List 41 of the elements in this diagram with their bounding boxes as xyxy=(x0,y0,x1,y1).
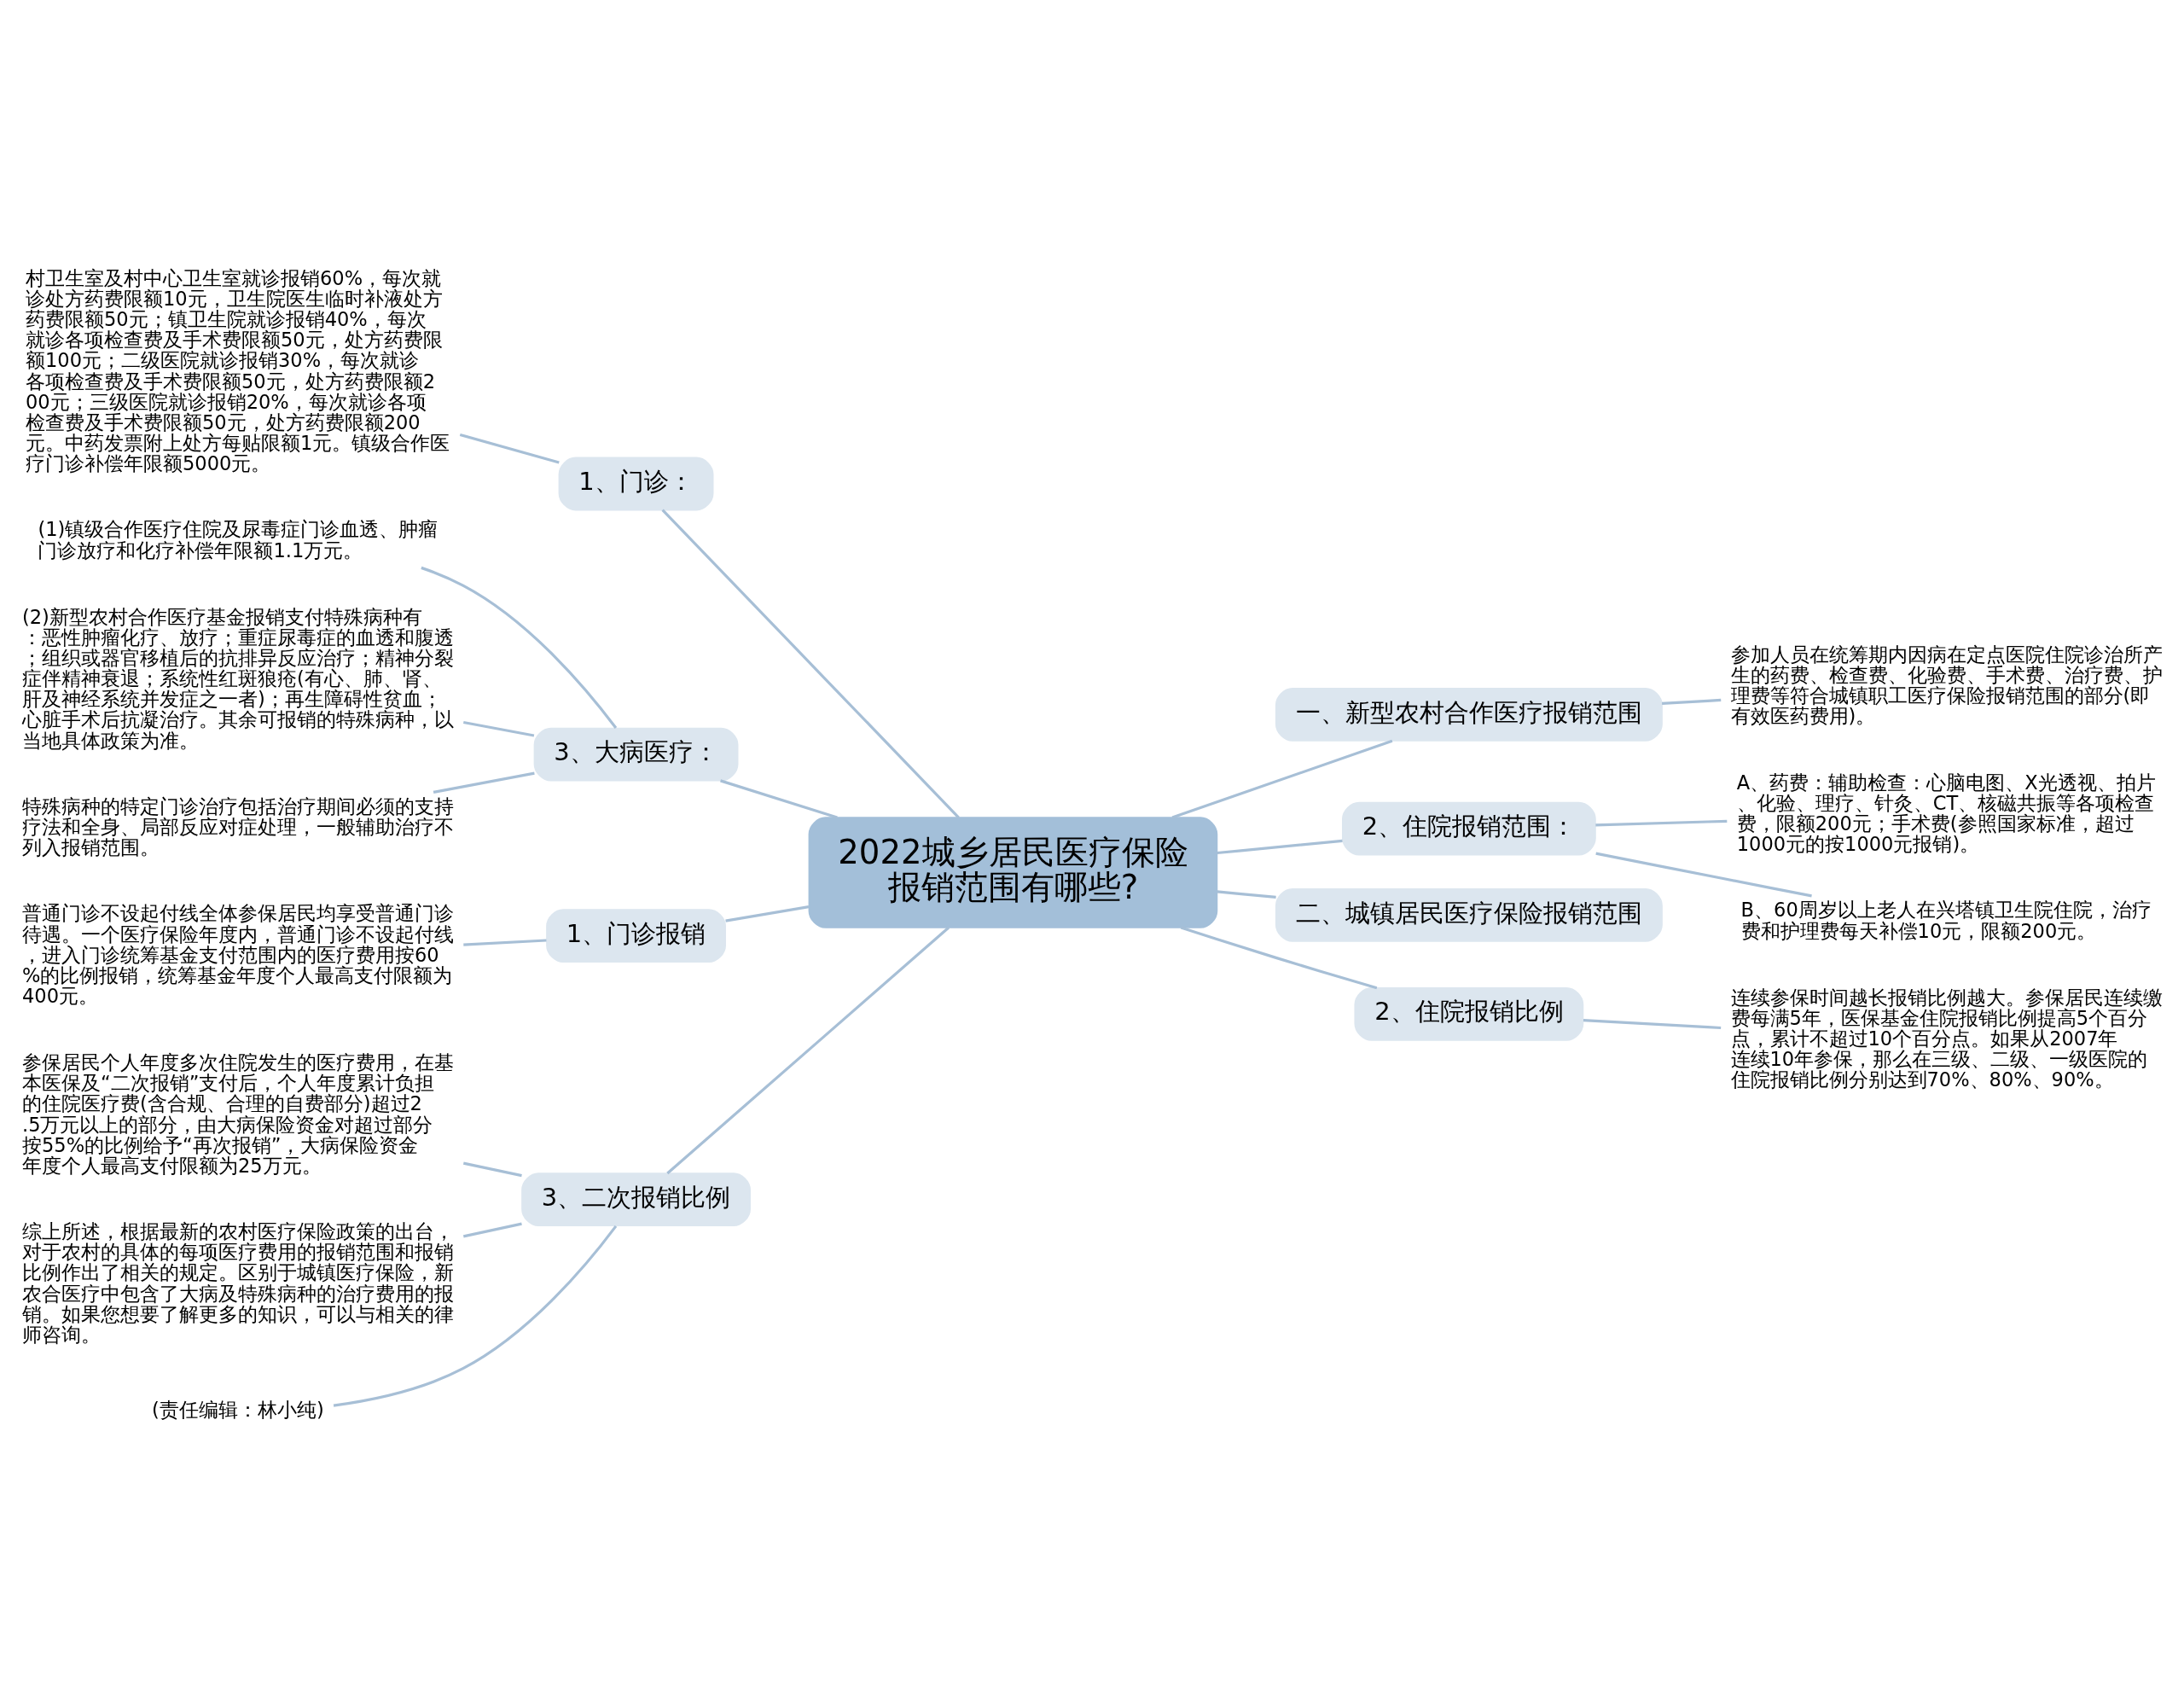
connector xyxy=(1217,889,1276,899)
connector xyxy=(463,938,547,946)
connector xyxy=(1217,839,1343,854)
node-text: 特殊病种的特定门诊治疗包括治疗期间必须的支持疗法和全身、局部反应对症处理，一般辅助治疗不列入报销范围。 xyxy=(22,794,454,858)
node-text: 参保居民个人年度多次住院发生的医疗费用，在基本医保及“二次报销”支付后，个人年度累计负担的住院医疗费(含合规、合理的自费部分)超过2.5万元以上的部分，由大病保险资金对超过部分按55%的比例给予“再次报销”，大病保险资金年度个人最高支付限额为25万元。 xyxy=(22,1050,454,1177)
node-box: 二、城镇居民医疗保险报销范围 xyxy=(1275,887,1663,942)
connector xyxy=(725,905,810,922)
node-text: (1)镇级合作医疗住院及尿毒症门诊血透、肿瘤门诊放疗和化疗补偿年限额1.1万元。 xyxy=(38,517,439,561)
node-text: 普通门诊不设起付线全体参保居民均享受普通门诊待遇。一个医疗保险年度内，普通门诊不设起付线，进入门诊统筹基金支付范围内的医疗费用按60%的比例报销，统筹基金年度个人最高支付限额为400元。 xyxy=(22,901,454,1007)
connector xyxy=(1595,819,1728,826)
node-text: B、60周岁以上老人在兴塔镇卫生院住院，治疗费和护理费每天补偿10元，限额200元。 xyxy=(1740,898,2152,942)
node-text: 村卫生室及村中心卫生室就诊报销60%，每次就诊处方药费限额10元，卫生院医生临时补液处方药费限额50元；镇卫生院就诊报销40%，每次就诊各项检查费及手术费限额50元，处方药费限额100元；二级医院就诊报销30%，每次就诊各项检查费及手术费限额50元，处方药费限额200元；三级医院就诊报销20%，每次就诊各项检查费及手术费限额50元，处方药费限额200元。中药发票附上处方每贴限额1元。镇级合作医疗门诊补偿年限额5000元。 xyxy=(26,266,450,474)
connector xyxy=(421,566,618,729)
connector xyxy=(333,1225,618,1407)
connector xyxy=(462,1222,522,1237)
node-box: 3、大病医疗： xyxy=(533,727,739,781)
node-box: 2、住院报销范围： xyxy=(1341,801,1596,855)
connector xyxy=(720,778,838,819)
connector xyxy=(1662,698,1722,705)
node-box: 2、住院报销比例 xyxy=(1354,986,1584,1041)
node-text: (2)新型农村合作医疗基金报销支付特殊病种有：恶性肿瘤化疗、放疗；重症尿毒症的血透和腹透；组织或器官移植后的抗排异反应治疗；精神分裂症伴精神衰退；系统性红斑狼疮(有心、肺、肾、肝及神经系统并发症之一者)；再生障碍性贫血；心脏手术后抗凝治疗。其余可报销的特殊病种，以当地具体政策为准。 xyxy=(22,605,454,752)
connector xyxy=(661,509,960,818)
connector xyxy=(1180,926,1378,989)
connector xyxy=(459,433,560,464)
connector xyxy=(666,926,950,1174)
connector xyxy=(1595,852,1812,897)
connector xyxy=(463,720,535,737)
node-box: 2022城乡居民医疗保险报销范围有哪些? xyxy=(808,816,1218,928)
node-text: 连续参保时间越长报销比例越大。参保居民连续缴费每满5年，医保基金住院报销比例提高5个百分点，累计不超过10个百分点。如果从2007年连续10年参保，那么在三级、二级、一级医院的住院报销比例分别达到70%、80%、90%。 xyxy=(1730,986,2163,1091)
connector xyxy=(433,771,535,794)
node-box: 3、二次报销比例 xyxy=(521,1172,751,1226)
node-box: 1、门诊报销 xyxy=(546,908,726,963)
node-text: 综上所述，根据最新的农村医疗保险政策的出台，对于农村的具体的每项医疗费用的报销范围和报销比例作出了相关的规定。区别于城镇医疗保险，新农合医疗中包含了大病及特殊病种的治疗费用的报销。如果您想要了解更多的知识，可以与相关的律师咨询。 xyxy=(22,1219,454,1346)
connector xyxy=(1583,1018,1722,1029)
node-text: 参加人员在统筹期内因病在定点医院住院诊治所产生的药费、检查费、化验费、手术费、治疗费、护理费等符合城镇职工医疗保险报销范围的部分(即有效医药费用)。 xyxy=(1730,643,2163,727)
node-box: 1、门诊： xyxy=(558,457,714,510)
connector xyxy=(462,1161,522,1177)
node-box: 一、新型农村合作医疗报销范围 xyxy=(1275,687,1663,742)
node-text: (责任编辑：林小纯) xyxy=(152,1398,324,1421)
connector xyxy=(1171,739,1393,819)
node-text: A、药费：辅助检查：心脑电图、X光透视、拍片、化验、理疗、针灸、CT、核磁共振等各项检查费，限额200元；手术费(参照国家标准，超过1000元的按1000元报销)。 xyxy=(1736,771,2156,855)
